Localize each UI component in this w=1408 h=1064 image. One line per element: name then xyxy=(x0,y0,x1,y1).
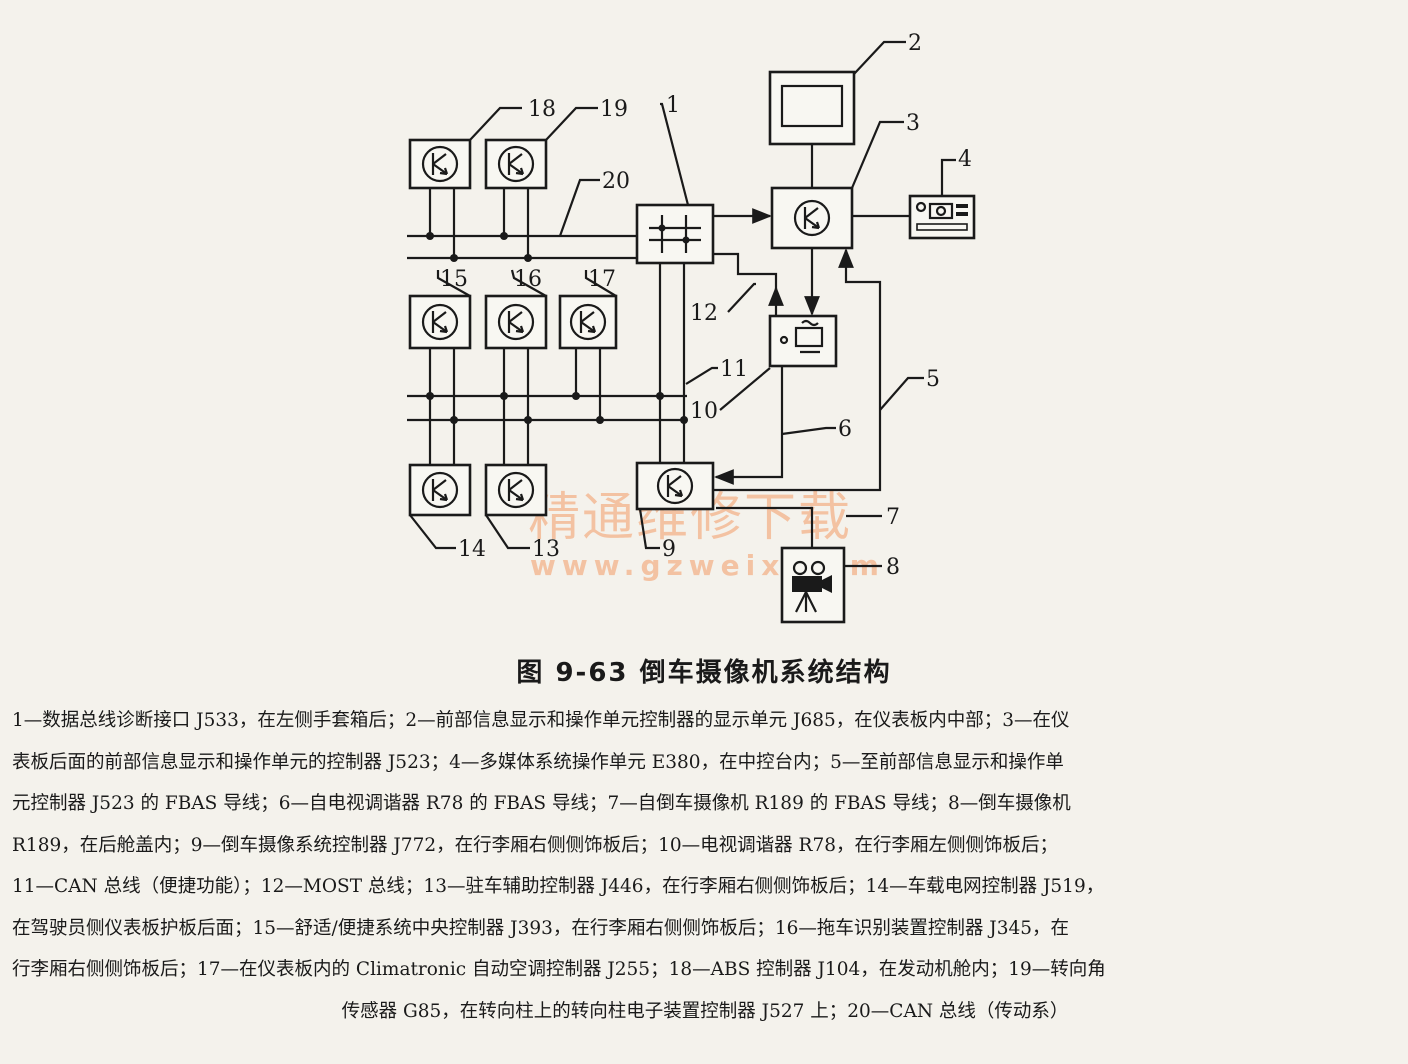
legend-line: 传感器 G85，在转向柱上的转向柱电子装置控制器 J527 上；20—CAN 总… xyxy=(341,1000,1069,1022)
label-20: 20 xyxy=(602,169,630,194)
label-11: 11 xyxy=(720,357,748,382)
label-17: 17 xyxy=(588,267,616,292)
label-2: 2 xyxy=(908,31,922,56)
label-18: 18 xyxy=(528,97,556,122)
legend-line: 表板后面的前部信息显示和操作单元的控制器 J523；4—多媒体系统操作单元 E3… xyxy=(12,751,1064,773)
label-1: 1 xyxy=(666,93,680,118)
label-7: 7 xyxy=(886,505,900,530)
label-16: 16 xyxy=(514,267,542,292)
label-9: 9 xyxy=(662,537,676,562)
label-6: 6 xyxy=(838,417,852,442)
figure-caption: 图 9-63 倒车摄像机系统结构 xyxy=(516,658,892,688)
figure-legend: 1—数据总线诊断接口 J533，在左侧手套箱后；2—前部信息显示和操作单元控制器… xyxy=(12,700,1398,1032)
label-4: 4 xyxy=(958,147,972,172)
label-13: 13 xyxy=(532,537,560,562)
label-10: 10 xyxy=(690,399,718,424)
label-3: 3 xyxy=(906,111,920,136)
legend-line: 元控制器 J523 的 FBAS 导线；6—自电视调谐器 R78 的 FBAS … xyxy=(12,793,1071,814)
system-structure-diagram: 精通维修下载 www.gzweix.com xyxy=(407,31,976,624)
legend-line: R189，在后舱盖内；9—倒车摄像系统控制器 J772，在行李厢右侧侧饰板后；1… xyxy=(12,834,1059,856)
label-5: 5 xyxy=(926,367,940,392)
label-8: 8 xyxy=(886,555,900,580)
label-12: 12 xyxy=(690,301,718,326)
legend-line: 在驾驶员侧仪表板护板后面；15—舒适/便捷系统中央控制器 J393，在行李厢右侧… xyxy=(12,917,1070,939)
label-19: 19 xyxy=(600,97,628,122)
legend-line: 11—CAN 总线（便捷功能）；12—MOST 总线；13—驻车辅助控制器 J4… xyxy=(12,876,1105,897)
label-15: 15 xyxy=(440,267,468,292)
label-14: 14 xyxy=(458,537,486,562)
legend-line: 行李厢右侧侧饰板后；17—在仪表板内的 Climatronic 自动空调控制器 … xyxy=(12,959,1106,980)
legend-line: 1—数据总线诊断接口 J533，在左侧手套箱后；2—前部信息显示和操作单元控制器… xyxy=(12,710,1070,731)
